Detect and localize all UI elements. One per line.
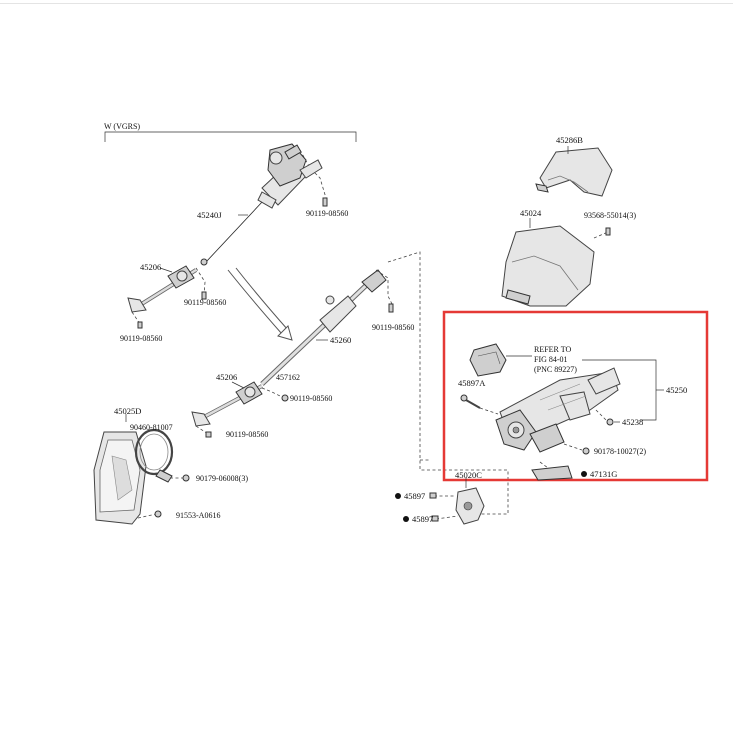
- bullet-47131G: [581, 471, 587, 477]
- highlight-box: [442, 310, 709, 482]
- refer-line-3: (PNC 89227): [534, 365, 577, 374]
- label-90179[interactable]: 90179-06008(3): [196, 474, 248, 483]
- label-45250[interactable]: 45250: [666, 385, 687, 395]
- label-90119-c[interactable]: 90119-08560: [120, 334, 162, 343]
- dash-45238: [595, 409, 607, 421]
- bolt-90178[interactable]: [582, 447, 590, 455]
- part-45206-upper[interactable]: [127, 265, 206, 313]
- label-90119-e[interactable]: 90119-08560: [290, 394, 332, 403]
- label-47131G[interactable]: 47131G: [590, 469, 617, 479]
- label-45025D[interactable]: 45025D: [114, 406, 141, 416]
- label-90119-d[interactable]: 90119-08560: [372, 323, 414, 332]
- part-45024-cover[interactable]: [501, 225, 609, 307]
- label-91553[interactable]: 91553-A0616: [176, 511, 220, 520]
- label-90460[interactable]: 90460-81007: [130, 423, 173, 432]
- bolt-90119-e[interactable]: [281, 394, 289, 402]
- refer-line-2[interactable]: FIG 84-01: [534, 355, 568, 364]
- part-45025D-cover[interactable]: [93, 431, 147, 525]
- part-47131G-plate[interactable]: [531, 465, 573, 481]
- bolt-45897A[interactable]: [460, 394, 481, 409]
- part-45260-shaft[interactable]: [260, 269, 393, 386]
- bolt-45897-a[interactable]: [429, 492, 437, 499]
- bullet-45897-a: [395, 493, 401, 499]
- part-45240J-shaft[interactable]: [200, 143, 327, 266]
- variant-label: W (VGRS): [104, 122, 140, 131]
- label-90119-f[interactable]: 90119-08560: [226, 430, 268, 439]
- replacement-arrow: [227, 267, 293, 341]
- label-45897-b[interactable]: 45897: [412, 514, 433, 524]
- leader-45206-upper: [159, 267, 173, 273]
- label-45238[interactable]: 45238: [622, 417, 643, 427]
- part-refer-module[interactable]: [469, 343, 507, 377]
- label-45897-a[interactable]: 45897: [404, 491, 425, 501]
- label-90119-b[interactable]: 90119-08560: [184, 298, 226, 307]
- refer-line-1: REFER TO: [534, 345, 571, 354]
- label-90119-a[interactable]: 90119-08560: [306, 209, 348, 218]
- label-45260[interactable]: 45260: [330, 335, 351, 345]
- bolt-90119-d[interactable]: [388, 303, 394, 313]
- screw-93568[interactable]: [605, 227, 611, 236]
- label-45206-upper[interactable]: 45206: [140, 262, 161, 272]
- bullet-45897-b: [403, 516, 409, 522]
- bolt-90119-b[interactable]: [201, 291, 207, 300]
- bolt-90179[interactable]: [182, 474, 190, 482]
- bolt-45238[interactable]: [606, 418, 614, 426]
- label-93568[interactable]: 93568-55014(3): [584, 211, 636, 220]
- dash-route-right: [387, 251, 509, 515]
- leader-45206-lower: [231, 381, 245, 389]
- bolt-45897-b[interactable]: [431, 515, 439, 522]
- variant-bracket: W (VGRS): [104, 122, 357, 142]
- label-45024[interactable]: 45024: [520, 208, 542, 218]
- label-45020C[interactable]: 45020C: [455, 470, 482, 480]
- part-45206-lower[interactable]: [191, 381, 285, 427]
- bolt-90119-c[interactable]: [137, 321, 143, 329]
- dash-47131G: [539, 461, 549, 469]
- dash-45897-b: [435, 515, 459, 520]
- part-90460-ring[interactable]: [134, 428, 174, 483]
- label-457162[interactable]: 457162: [276, 373, 300, 382]
- label-45286B[interactable]: 45286B: [556, 135, 583, 145]
- bolt-91553[interactable]: [154, 510, 162, 518]
- top-divider: [0, 3, 733, 4]
- dash-91553: [137, 513, 157, 519]
- dash-90178: [563, 443, 583, 451]
- label-45240J[interactable]: 45240J: [197, 210, 222, 220]
- part-45020C-bracket[interactable]: [455, 487, 485, 525]
- dash-45897A: [479, 407, 499, 415]
- bolt-90119-f[interactable]: [205, 431, 212, 438]
- part-45286B-cover[interactable]: [535, 147, 613, 197]
- label-45897A[interactable]: 45897A: [458, 378, 486, 388]
- label-45206-lower[interactable]: 45206: [216, 372, 237, 382]
- part-45250-column[interactable]: [495, 367, 621, 453]
- bolt-90119-a[interactable]: [322, 197, 328, 207]
- label-90178[interactable]: 90178-10027(2): [594, 447, 646, 456]
